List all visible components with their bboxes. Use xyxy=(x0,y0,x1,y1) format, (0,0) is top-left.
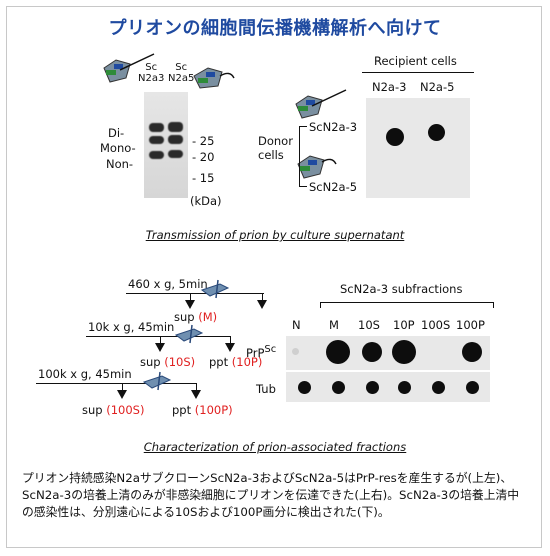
dot-scn2a3-n2a5 xyxy=(428,124,445,141)
step-2-split-left xyxy=(160,336,162,344)
band-non-1 xyxy=(149,151,164,159)
cell-icon-right xyxy=(193,67,235,89)
caption-transmission: Transmission of prion by culture superna… xyxy=(145,228,405,242)
subfractions-header: ScN2a-3 subfractions xyxy=(340,282,463,296)
cell-icon xyxy=(103,53,235,89)
step-3-label: 100k x g, 45min xyxy=(38,367,132,381)
step-1-line xyxy=(126,293,264,295)
step-2-split-right xyxy=(230,336,232,344)
dot-tub-m xyxy=(332,381,345,394)
subfraction-col-n: N xyxy=(292,318,301,332)
step-3-arrow-ppt xyxy=(191,390,201,399)
description-paragraph: プリオン持続感染N2aサブクローンScN2a-3およびScN2a-5はPrP-r… xyxy=(22,471,520,519)
donor-bracket-top xyxy=(299,126,307,128)
figure-frame xyxy=(6,6,542,548)
transmission-dot-blot xyxy=(366,98,470,198)
dot-prp-10p xyxy=(392,340,416,364)
ppt-10p: ppt (10P) xyxy=(209,355,263,369)
donor-cell-icon-1 xyxy=(295,89,347,119)
recipient-bracket xyxy=(362,72,474,74)
marker-unit: (kDa) xyxy=(190,194,222,208)
sup-10s: sup (10S) xyxy=(140,355,196,369)
subfraction-col-100p: 100P xyxy=(456,318,485,332)
band-label-non: Non- xyxy=(106,157,134,171)
prp-dot-row xyxy=(286,336,490,370)
dot-prp-n xyxy=(292,348,299,355)
dot-prp-10s xyxy=(362,342,382,362)
donor-label: Donor cells xyxy=(258,134,293,162)
subfractions-bracket xyxy=(320,302,494,304)
dot-tub-n xyxy=(298,381,311,394)
subfraction-col-10p: 10P xyxy=(393,318,415,332)
dot-prp-100p xyxy=(462,342,482,362)
subfraction-col-100s: 100S xyxy=(421,318,451,332)
donor-bracket xyxy=(299,126,301,186)
recipient-col-1: N2a-3 xyxy=(372,80,407,94)
subfractions-bracket-right xyxy=(493,302,495,308)
lane-label-2: Sc N2a5 xyxy=(168,62,195,84)
dot-tub-10p xyxy=(398,381,411,394)
centrifuge-tube-icon-1 xyxy=(200,279,230,299)
step-3-split-left xyxy=(122,383,124,391)
row-label-prp: PrPSc xyxy=(246,344,277,360)
dot-tub-100s xyxy=(432,381,445,394)
page-title: プリオンの細胞間伝播機構解析へ向けて xyxy=(108,18,442,39)
band-di-1 xyxy=(149,123,164,132)
dot-prp-m xyxy=(326,340,350,364)
recipient-header: Recipient cells xyxy=(374,54,457,68)
dot-tub-10s xyxy=(366,381,379,394)
subfraction-col-10s: 10S xyxy=(358,318,380,332)
step-2-arrow-ppt xyxy=(225,343,235,352)
band-label-di: Di- xyxy=(108,126,125,140)
cell-icon-left xyxy=(103,53,155,83)
band-di-2 xyxy=(168,122,183,132)
subfractions-bracket-left xyxy=(320,302,322,308)
band-mono-2 xyxy=(168,135,183,144)
step-3-arrow-sup xyxy=(117,390,127,399)
caption-characterization: Characterization of prion-associated fra… xyxy=(143,440,407,454)
subfraction-col-m: M xyxy=(329,318,339,332)
step-2-line xyxy=(86,336,230,338)
lane-label-1: Sc N2a3 xyxy=(138,62,165,84)
step-1-split-right xyxy=(262,293,264,301)
marker-20: - 20 xyxy=(192,150,215,164)
step-3-split-right xyxy=(196,383,198,391)
row-label-tub: Tub xyxy=(256,382,276,396)
dot-tub-100p xyxy=(466,381,479,394)
step-1-label: 460 x g, 5min xyxy=(128,277,208,291)
centrifuge-tube-icon-2 xyxy=(174,324,204,344)
step-2-arrow-sup xyxy=(155,343,165,352)
recipient-col-2: N2a-5 xyxy=(420,80,455,94)
marker-25: - 25 xyxy=(192,134,215,148)
step-1-arrow-sup xyxy=(185,300,195,309)
band-non-2 xyxy=(168,150,183,158)
donor-1: ScN2a-3 xyxy=(309,120,358,134)
donor-cell-icon-2 xyxy=(297,155,337,179)
sup-100s: sup (100S) xyxy=(82,403,145,417)
step-3-line xyxy=(36,383,196,385)
western-blot xyxy=(144,92,188,198)
donor-bracket-bottom xyxy=(299,186,307,188)
ppt-100p: ppt (100P) xyxy=(172,403,233,417)
dot-scn2a3-n2a3 xyxy=(386,128,404,146)
band-mono-1 xyxy=(149,136,164,144)
band-label-mono: Mono- xyxy=(100,141,136,155)
marker-15: - 15 xyxy=(192,171,215,185)
donor-2: ScN2a-5 xyxy=(309,180,358,194)
step-1-split-left xyxy=(190,293,192,301)
step-1-arrow-ppt xyxy=(257,300,267,309)
centrifuge-tube-icon-3 xyxy=(142,371,172,391)
sup-m: sup (M) xyxy=(174,310,218,324)
tub-dot-row xyxy=(286,372,490,402)
step-2-label: 10k x g, 45min xyxy=(88,320,175,334)
